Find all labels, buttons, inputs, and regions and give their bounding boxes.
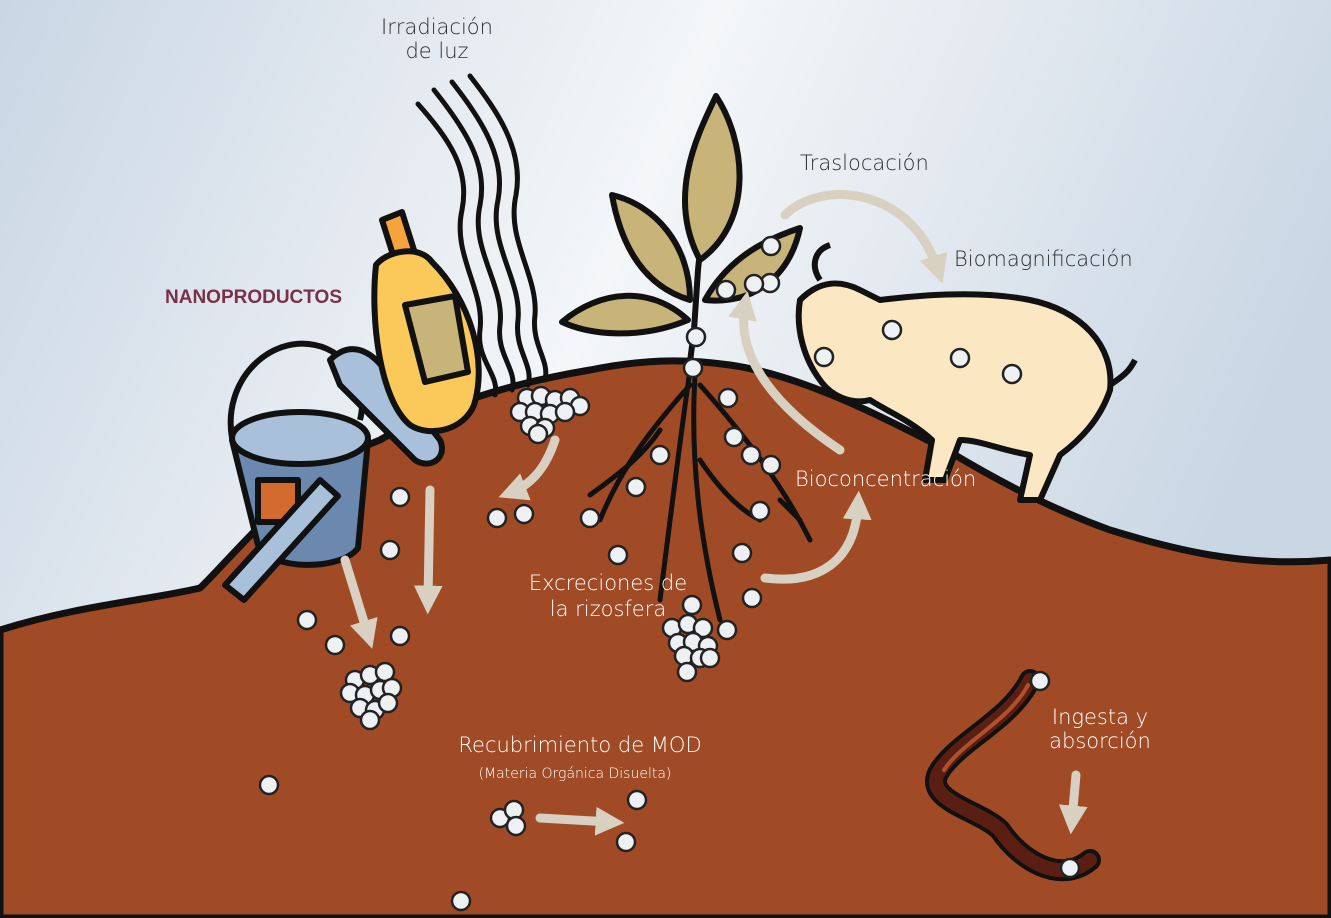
nanoparticle-dot bbox=[361, 711, 379, 729]
nanoparticle-dot bbox=[1061, 859, 1079, 877]
label-ingesta-line1: Ingesta y bbox=[1052, 705, 1148, 729]
nanoparticle-dot bbox=[609, 546, 627, 564]
label-irradiacion-line2: de luz bbox=[405, 39, 468, 63]
arrow-mod-coating bbox=[540, 818, 610, 822]
nanoparticle-dot bbox=[883, 321, 901, 339]
nanoparticle-dot bbox=[298, 611, 316, 629]
nanoparticle-dot bbox=[745, 275, 763, 293]
label-biomagnificacion: Biomagnificación bbox=[954, 247, 1133, 271]
nanoparticle-dot bbox=[725, 428, 743, 446]
nanoparticle-dot bbox=[515, 505, 533, 523]
nanoparticle-dot bbox=[617, 833, 635, 851]
nanoparticle-dot bbox=[651, 446, 669, 464]
nanoparticle-dot bbox=[683, 596, 701, 614]
label-ingesta-line2: absorción bbox=[1049, 729, 1151, 753]
label-recubrimiento: Recubrimiento de MOD bbox=[458, 733, 701, 757]
nanoparticle-dot bbox=[556, 403, 574, 421]
nanoparticle-dot bbox=[687, 328, 705, 346]
nanoparticle-dot bbox=[379, 694, 397, 712]
nanoparticle-dot bbox=[581, 509, 599, 527]
nanoparticle-dot bbox=[717, 281, 735, 299]
arrow-worm-ingestion bbox=[1072, 775, 1076, 820]
nanoparticle-dot bbox=[762, 456, 780, 474]
nanoparticle-dot bbox=[733, 544, 751, 562]
nanoparticle-dot bbox=[507, 817, 525, 835]
label-traslocacion: Traslocación bbox=[800, 151, 929, 175]
label-materia-organica: (Materia Orgánica Disuelta) bbox=[479, 766, 672, 782]
nanoparticle-dot bbox=[260, 776, 278, 794]
nanoparticle-dot bbox=[751, 502, 769, 520]
nanoparticle-dot bbox=[452, 892, 470, 910]
nanoparticle-dot bbox=[678, 663, 696, 681]
nanoparticle-dot bbox=[381, 541, 399, 559]
nanoparticle-dot bbox=[718, 621, 736, 639]
nanoparticle-dot bbox=[951, 349, 969, 367]
nanoparticle-dot bbox=[627, 478, 645, 496]
nanoparticle-dot bbox=[684, 359, 702, 377]
nanoparticle-dot bbox=[628, 791, 646, 809]
nanoparticle-dot bbox=[326, 636, 344, 654]
nanoparticle-dot bbox=[391, 488, 409, 506]
label-bioconcentracion: Bioconcentración bbox=[795, 467, 976, 491]
nanoparticle-dot bbox=[719, 389, 737, 407]
nanoparticle-dot bbox=[529, 425, 547, 443]
nanoparticle-dot bbox=[701, 649, 719, 667]
label-irradiacion-line1: Irradiación bbox=[381, 15, 493, 39]
label-excreciones-line1: Excreciones de bbox=[529, 571, 687, 595]
nanoparticle-dot bbox=[815, 348, 833, 366]
arrow-bottle-to-soil bbox=[428, 490, 430, 600]
nanoparticle-dot bbox=[742, 446, 760, 464]
nanoparticle-dot bbox=[1003, 365, 1021, 383]
nanoparticle-dot bbox=[1031, 672, 1049, 690]
nanoparticle-dot bbox=[488, 509, 506, 527]
nanoparticle-dot bbox=[743, 589, 761, 607]
nanoparticle-dot bbox=[391, 627, 409, 645]
label-excreciones-line2: la rizosfera bbox=[550, 597, 666, 621]
label-nanoproductos: NANOPRODUCTOS bbox=[165, 287, 342, 308]
nanoparticle-dot bbox=[762, 237, 780, 255]
